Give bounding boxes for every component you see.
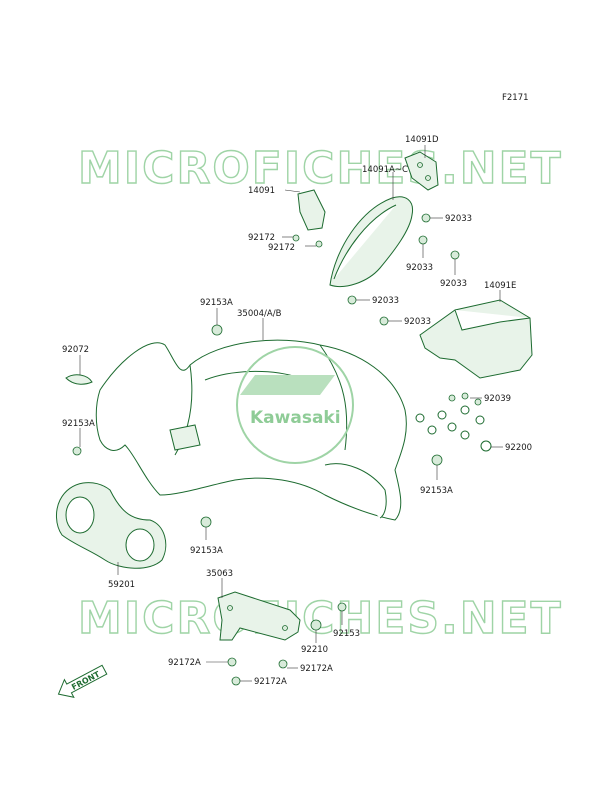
fender-stay-part	[297, 189, 326, 231]
label-92172-a: 92172	[248, 233, 275, 243]
clip-92033-c	[450, 250, 460, 260]
bolt-92153A-bottom	[200, 516, 212, 528]
clip-92033-a	[421, 213, 431, 223]
label-92172A-a: 92172A	[168, 658, 201, 668]
label-92172-b: 92172	[268, 243, 295, 253]
clip-92033-d	[347, 295, 357, 305]
bracket-35063-part	[217, 591, 301, 641]
front-arrow: FRONT	[57, 664, 108, 698]
watermark-bottom: MICROFICHES.NET	[78, 593, 563, 644]
label-92033-c: 92033	[440, 279, 467, 289]
label-14091A-C: 14091A~C	[362, 165, 408, 175]
figure-code: F2171	[502, 93, 529, 103]
band-92072-part	[65, 374, 93, 385]
clip-92033-b	[418, 235, 428, 245]
screw-92172A-b	[231, 676, 241, 686]
label-92153A-top: 92153A	[200, 298, 233, 308]
screw-92172-a	[292, 234, 300, 242]
bolt-92153A-right	[431, 454, 443, 466]
label-92200: 92200	[505, 443, 532, 453]
screw-92172A-c	[278, 659, 288, 669]
label-35004: 35004/A/B	[237, 309, 282, 319]
label-92172A-c: 92172A	[300, 664, 333, 674]
watermark-top: MICROFICHES.NET	[78, 143, 563, 194]
screw-92172-b	[315, 240, 323, 248]
label-92153A-left: 92153A	[62, 419, 95, 429]
label-92172A-b: 92172A	[254, 677, 287, 687]
label-14091: 14091	[248, 186, 275, 196]
grommet-92210	[310, 619, 322, 631]
label-92153A-right: 92153A	[420, 486, 453, 496]
bolt-92153A-top	[211, 324, 223, 336]
inner-cover-part	[419, 299, 533, 379]
label-92072: 92072	[62, 345, 89, 355]
front-fender-part	[329, 196, 414, 287]
label-14091D: 14091D	[405, 135, 439, 145]
label-92153: 92153	[333, 629, 360, 639]
kawasaki-logo: Kawasaki	[236, 346, 354, 464]
label-92033-b: 92033	[406, 263, 433, 273]
brand-logo-text: Kawasaki	[250, 408, 341, 428]
label-92033-a: 92033	[445, 214, 472, 224]
label-59201: 59201	[108, 580, 135, 590]
label-92033-e: 92033	[404, 317, 431, 327]
front-arrow-label: FRONT	[70, 669, 102, 692]
front-fender-body-part	[95, 339, 407, 521]
headlight-cover-part	[56, 482, 167, 569]
part-labels: 14091D 14091A~C 14091 92033 92172 92172 …	[62, 135, 532, 687]
label-14091E: 14091E	[484, 281, 516, 291]
label-92039: 92039	[484, 394, 511, 404]
label-92033-d: 92033	[372, 296, 399, 306]
screw-92172A-a	[227, 657, 237, 667]
fender-bracket-part	[404, 151, 439, 191]
label-92210: 92210	[301, 645, 328, 655]
washer-set	[415, 392, 492, 452]
bolt-92153A-left	[72, 446, 82, 456]
label-92153A-bottom: 92153A	[190, 546, 223, 556]
clip-92033-e	[379, 316, 389, 326]
leader-lines	[79, 145, 503, 682]
bolt-92153	[337, 602, 347, 612]
label-35063: 35063	[206, 569, 233, 579]
